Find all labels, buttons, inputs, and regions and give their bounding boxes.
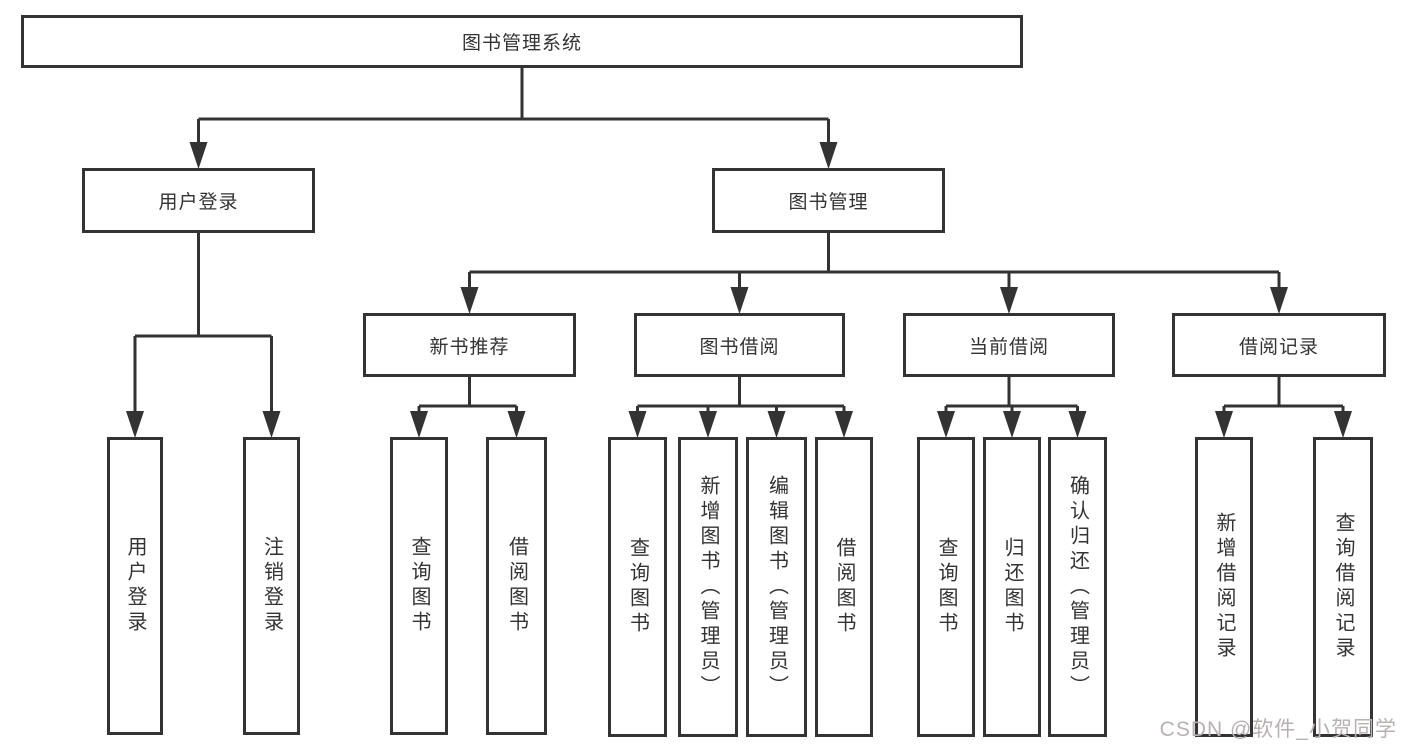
node-cb-return: 归还图书 (983, 437, 1041, 737)
arrow-down-icon (835, 411, 853, 438)
node-label: 注销登录 (260, 536, 283, 636)
node-label: 新增借阅记录 (1213, 512, 1235, 662)
node-label: 借阅图书 (833, 537, 855, 637)
arrow-down-icon (1270, 287, 1288, 314)
node-label: 借阅记录 (1238, 336, 1319, 358)
node-cb-query: 查询图书 (917, 437, 975, 737)
csdn-watermark: CSDN @软件_小贺同学 (1159, 718, 1397, 741)
node-current-borrow: 当前借阅 (903, 313, 1115, 377)
arrow-down-icon (1068, 411, 1087, 438)
node-nbr-borrow: 借阅图书 (486, 437, 547, 735)
arrow-down-icon (937, 411, 955, 438)
node-label: 图书借阅 (699, 336, 780, 358)
arrow-down-icon (126, 411, 144, 438)
arrow-down-icon (1000, 287, 1018, 314)
arrow-down-icon (460, 287, 479, 314)
node-bb-query: 查询图书 (608, 437, 667, 737)
node-label: 图书管理 (788, 192, 869, 213)
node-label: 用户登录 (124, 536, 146, 636)
node-label: 借阅图书 (505, 536, 528, 636)
arrow-down-icon (507, 411, 526, 438)
node-cb-confirm: 确认归还（管理员） (1048, 437, 1107, 737)
node-book-borrow: 图书借阅 (634, 313, 845, 377)
arrow-down-icon (767, 411, 786, 438)
node-ul-logout: 注销登录 (243, 437, 300, 735)
node-borrow-records: 借阅记录 (1172, 313, 1386, 377)
node-label: 确认归还（管理员） (1066, 474, 1089, 700)
node-bb-edit: 编辑图书（管理员） (746, 437, 807, 737)
arrow-down-icon (262, 411, 281, 438)
node-label: 查询图书 (626, 537, 649, 637)
node-label: 查询借阅记录 (1332, 512, 1354, 662)
node-label: 图书管理系统 (461, 33, 582, 54)
node-label: 归还图书 (1001, 537, 1023, 637)
node-new-book-rec: 新书推荐 (363, 313, 576, 377)
arrow-down-icon (1334, 411, 1352, 438)
node-label: 新书推荐 (429, 336, 510, 358)
node-label: 查询图书 (408, 536, 430, 636)
arrow-down-icon (628, 411, 647, 438)
arrow-down-icon (699, 411, 717, 438)
node-br-query: 查询借阅记录 (1313, 437, 1373, 737)
node-bb-borrow: 借阅图书 (815, 437, 873, 737)
node-ul-login: 用户登录 (107, 437, 163, 735)
node-label: 编辑图书（管理员） (765, 474, 788, 700)
node-label: 新增图书（管理员） (697, 474, 719, 700)
arrow-down-icon (730, 287, 749, 314)
node-label: 当前借阅 (968, 336, 1049, 358)
arrow-down-icon (410, 411, 428, 438)
node-root: 图书管理系统 (21, 15, 1023, 68)
arrow-down-icon (189, 142, 208, 169)
arrow-down-icon (1215, 411, 1233, 438)
arrow-down-icon (819, 142, 838, 169)
node-label: 用户登录 (158, 192, 239, 213)
arrow-down-icon (1003, 411, 1021, 438)
node-br-add: 新增借阅记录 (1195, 437, 1253, 737)
node-book-mgmt: 图书管理 (712, 168, 945, 233)
node-bb-add: 新增图书（管理员） (678, 437, 738, 737)
node-nbr-query: 查询图书 (390, 437, 448, 735)
node-user-login: 用户登录 (82, 168, 315, 233)
node-label: 查询图书 (935, 537, 957, 637)
